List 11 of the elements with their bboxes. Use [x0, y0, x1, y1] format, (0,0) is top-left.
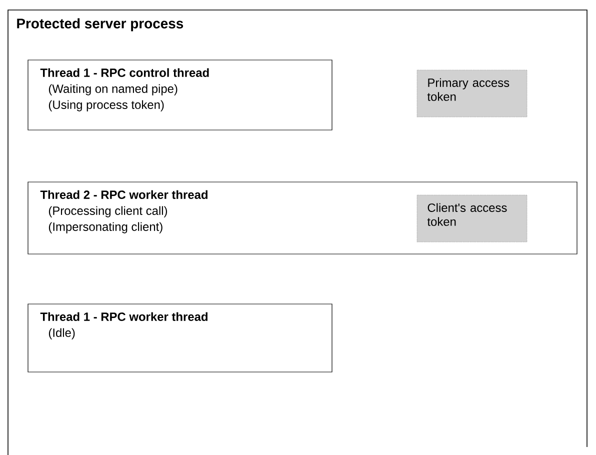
thread-status: (Processing client call): [48, 206, 168, 218]
token-box: Client's access token: [416, 194, 528, 242]
token-box: Primary access token: [416, 70, 528, 118]
frame-heading: Protected server process: [17, 18, 184, 32]
thread-status: (Impersonating client): [48, 222, 162, 234]
thread-title: Thread 1 - RPC control thread: [40, 68, 209, 77]
thread-status: (Waiting on named pipe): [48, 84, 178, 96]
thread-title: Thread 2 - RPC worker thread: [40, 190, 208, 199]
thread-status: (Idle): [48, 328, 75, 340]
thread-title: Thread 1 - RPC worker thread: [40, 312, 208, 321]
thread-status: (Using process token): [48, 100, 164, 112]
